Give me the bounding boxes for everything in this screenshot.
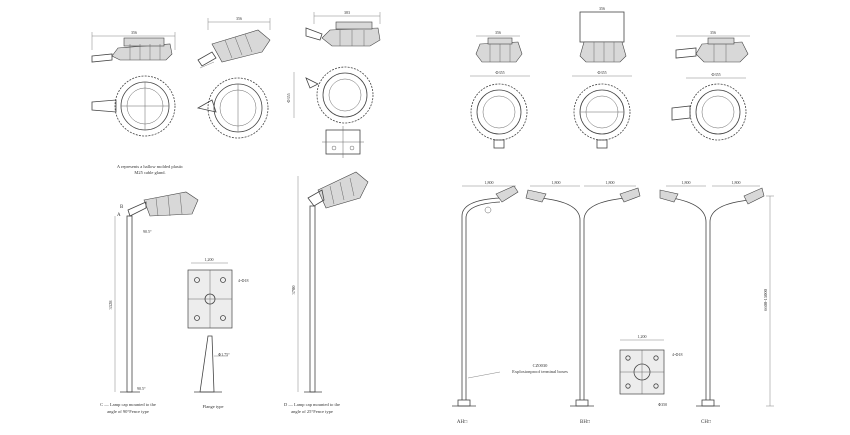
right-ring-plan-view-3: Ф355 — [671, 72, 747, 141]
dim-pole-c-height: 3328 — [108, 300, 113, 310]
angle-flange: Ф1.75° — [218, 352, 230, 357]
flange-plate-detail: 1,200 4-Ф18 — [187, 257, 249, 329]
angle-c-top: 90.5° — [143, 229, 152, 234]
label-a: A — [117, 213, 121, 218]
right-lamp-side-view-2: 356 — [579, 6, 627, 63]
pole-bh-double-arm: 1,800 1,800 — [525, 180, 641, 407]
pole-d-25-degree: 3700 — [291, 171, 369, 393]
right-ring-plan-view-2: Ф355 — [572, 70, 632, 149]
caption-ah: AH□ — [457, 420, 467, 425]
ring-plan-view-2 — [196, 77, 269, 139]
lamp-side-view-1: 356 — [91, 30, 176, 63]
caption-d-line1: D — Lamp cap mounted to the — [284, 402, 340, 407]
pole-ah-single-arm: 1,800 — [452, 180, 519, 407]
right-lamp-side-view-3: 356 — [675, 30, 750, 63]
dim-right-ring3: Ф355 — [711, 72, 720, 77]
dim-arm-ch-right: 1,800 — [732, 180, 741, 186]
dim-pole-height-range: 6600-15000 — [763, 288, 768, 310]
dim-ring-side: Ф355 — [286, 93, 291, 102]
dim-right-ring2: Ф355 — [597, 70, 606, 75]
dim-right-plate-hole: 4-Ф18 — [672, 352, 683, 357]
small-bracket-detail — [322, 126, 364, 158]
dim-arm-bh-right: 1,800 — [606, 180, 615, 186]
right-ring-plan-view-1: Ф355 — [470, 70, 530, 149]
dim-pole-d-height: 3700 — [291, 285, 296, 295]
note-cable-gland-line1: A represents a hallow molded plastic — [117, 164, 183, 169]
caption-c-line1: C — Lamp cap mounted to the — [100, 402, 156, 407]
dim-top-lamp2: 356 — [236, 16, 242, 21]
right-lamp-side-view-1: 356 — [475, 30, 523, 63]
caption-box-line2: Explosionproof terminal boxes — [512, 369, 568, 374]
label-b: B — [120, 205, 124, 210]
dim-right-plate-base: Ф350 — [658, 402, 667, 407]
dim-arm-bh-left: 1,800 — [552, 180, 561, 186]
caption-bh: BH□ — [580, 420, 590, 425]
pole-ch-double-arm: 1,800 1,800 6600-15000 — [659, 180, 774, 407]
dim-plate-hole: 4-Ф18 — [238, 278, 249, 283]
dim-right-lamp2: 356 — [599, 6, 605, 11]
dim-top-lamp1: 356 — [131, 30, 137, 35]
dim-arm-ch-left: 1,800 — [682, 180, 691, 186]
flange-side-detail: Ф1.75° — [194, 335, 230, 393]
dim-plate-width: 1,200 — [205, 257, 214, 263]
dim-right-lamp3: 356 — [710, 30, 716, 35]
angle-c-bottom: 90.5° — [137, 386, 146, 391]
dim-arm-ah: 1,800 — [485, 180, 494, 186]
lamp-side-view-2: 356 — [197, 16, 271, 69]
dim-right-lamp1: 356 — [495, 30, 501, 35]
right-base-plate-detail: 1,200 4-Ф18 Ф350 — [619, 334, 683, 407]
ring-plan-view-3: Ф355 — [286, 66, 374, 124]
caption-c-line2: angle of 90°Fence type — [107, 409, 149, 414]
lamp-side-view-3: 383 — [305, 10, 381, 47]
dim-right-plate-width: 1,200 — [638, 334, 647, 340]
caption-d-line2: angle of 25°Fence type — [291, 409, 333, 414]
dim-right-ring1: Ф355 — [495, 70, 504, 75]
terminal-box-callout: CZ0030 Explosionproof terminal boxes — [467, 363, 568, 379]
dim-top-lamp3: 383 — [344, 10, 350, 15]
pole-c-90-degree: 3328 90.5° 90.5° A B — [108, 191, 199, 393]
caption-ch: CH□ — [701, 420, 711, 425]
ring-plan-view-1 — [91, 75, 176, 137]
caption-box-line1: CZ0030 — [533, 363, 549, 368]
caption-flange: Flange type — [202, 404, 223, 409]
note-cable-gland-line2: M25 cable gland. — [134, 170, 165, 175]
